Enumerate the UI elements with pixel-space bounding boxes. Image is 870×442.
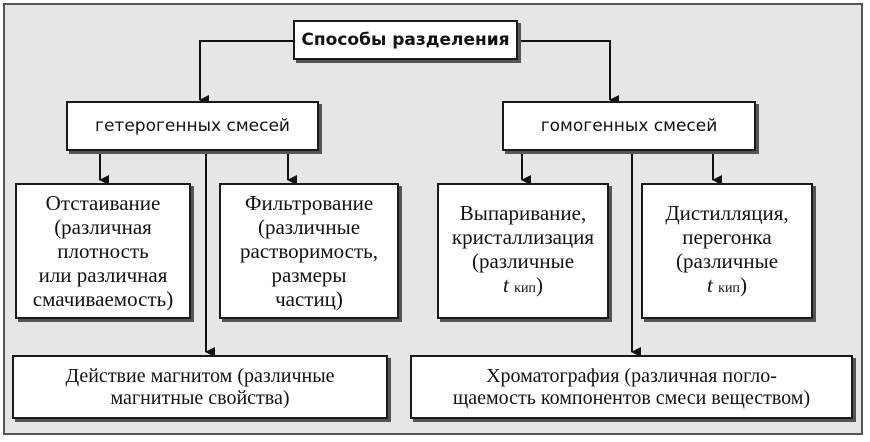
filtration-node: Фильтрование (различные растворимость, р… [219, 183, 399, 319]
chromatography-node: Хроматография (различная погло- щаемость… [410, 355, 853, 419]
arrow-root-to-homogeneous [518, 40, 619, 105]
settling-node: Отстаивание (различная плотность или раз… [15, 183, 191, 319]
distillation-t-symbol: t [707, 273, 713, 297]
evaporation-close-paren: ) [535, 273, 543, 297]
settling-label: Отстаивание (различная плотность или раз… [32, 191, 174, 311]
arrow-root-to-heterogeneous [199, 40, 293, 105]
distillation-node: Дистилляция, перегонка (различные t кип) [641, 183, 813, 319]
homogeneous-label: гомогенных смесей [540, 116, 718, 136]
evaporation-label: Выпаривание, кристаллизация (различные [451, 201, 595, 273]
evaporation-subscript: кип [514, 281, 536, 296]
evaporation-content: Выпаривание, кристаллизация (различные t… [452, 201, 594, 301]
magnet-label: Действие магнитом (различные магнитные с… [65, 365, 335, 409]
heterogeneous-label: гетерогенных смесей [95, 116, 290, 136]
magnet-node: Действие магнитом (различные магнитные с… [12, 355, 388, 419]
heterogeneous-node: гетерогенных смесей [66, 101, 319, 151]
root-label: Способы разделения [301, 30, 510, 50]
evaporation-node: Выпаривание, кристаллизация (различные t… [437, 183, 609, 319]
evaporation-t-symbol: t [503, 273, 509, 297]
chromatography-label: Хроматография (различная погло- щаемость… [452, 365, 811, 409]
distillation-label: Дистилляция, перегонка (различные [665, 201, 789, 273]
distillation-close-paren: ) [739, 273, 747, 297]
distillation-content: Дистилляция, перегонка (различные t кип) [665, 201, 788, 301]
homogeneous-node: гомогенных смесей [502, 101, 756, 151]
root-node: Способы разделения [293, 20, 518, 60]
filtration-label: Фильтрование (различные растворимость, р… [240, 191, 378, 311]
distillation-subscript: кип [718, 281, 740, 296]
